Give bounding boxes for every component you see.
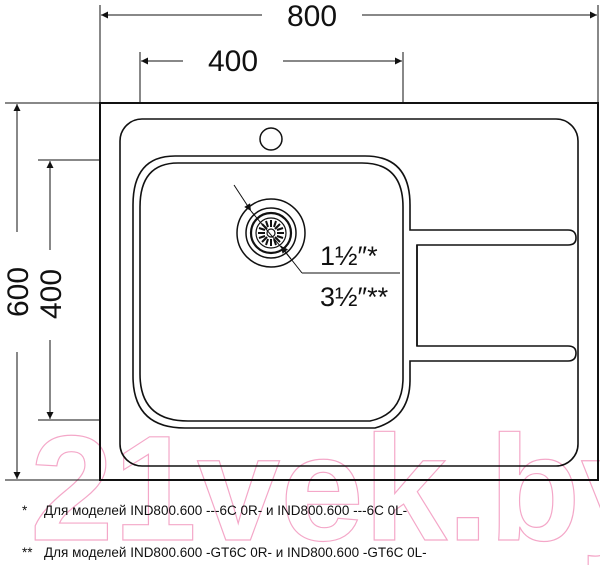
footnote-text: Для моделей IND800.600 -GT6C 0R- и IND80… bbox=[44, 545, 427, 560]
dimension-label-800: 800 bbox=[287, 0, 337, 33]
footnote-text: Для моделей IND800.600 ---6C 0R- и IND80… bbox=[44, 503, 408, 518]
drain-size-alternate: 3½″** bbox=[320, 282, 389, 312]
sink-outer-outline bbox=[99, 102, 599, 481]
drain-size-standard: 1½″* bbox=[320, 241, 378, 271]
bowl-inner-outline bbox=[139, 162, 404, 422]
dimension-overall-depth: 600 bbox=[2, 102, 100, 481]
footnote-marker: ** bbox=[22, 545, 33, 560]
sink-tray-outline bbox=[119, 118, 579, 467]
footnote-marker: * bbox=[22, 503, 28, 518]
dimension-overall-width: 800 bbox=[99, 0, 599, 103]
drain-diameter-leader bbox=[233, 184, 400, 274]
footnote-single-star: * Для моделей IND800.600 ---6C 0R- и IND8… bbox=[22, 503, 407, 518]
dimension-label-400-width: 400 bbox=[208, 45, 258, 78]
bowl-outer-outline bbox=[132, 155, 577, 429]
dimension-label-600: 600 bbox=[2, 267, 35, 317]
tap-hole-icon bbox=[259, 127, 283, 151]
watermark: 21vek.by bbox=[30, 404, 600, 565]
dimension-bowl-width: 400 bbox=[139, 45, 404, 103]
dimension-bowl-depth: 400 bbox=[35, 159, 100, 421]
footnote-double-star: ** Для моделей IND800.600 -GT6C 0R- и IND… bbox=[22, 545, 427, 560]
dimension-label-400-depth: 400 bbox=[35, 269, 68, 319]
drain-strainer-icon bbox=[236, 198, 306, 268]
